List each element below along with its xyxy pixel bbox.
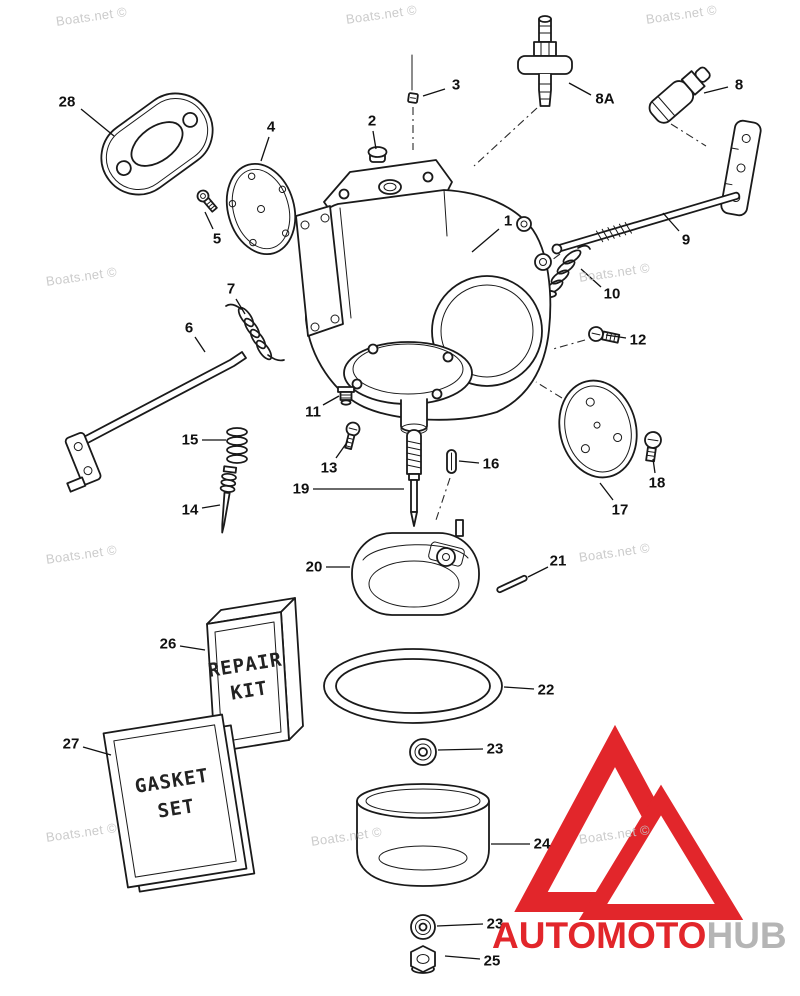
- part-number-16: 16: [483, 456, 500, 473]
- leader-line-28: [80, 108, 115, 137]
- leader-line-23: [437, 748, 484, 751]
- leader-line-16: [458, 460, 480, 464]
- part-5-screw: [196, 189, 218, 213]
- leader-line-4: [260, 136, 270, 162]
- part-number-9: 9: [682, 232, 690, 249]
- part-number-22: 22: [538, 682, 555, 699]
- part-23-washer-lower: [410, 914, 436, 940]
- part-number-18: 18: [649, 475, 666, 492]
- part-number-13: 13: [321, 460, 338, 477]
- leader-line-3: [422, 88, 446, 97]
- leader-line-27: [82, 746, 112, 756]
- part-16-pin: [446, 449, 457, 474]
- part-1-carburetor-body: [295, 159, 552, 435]
- leader-line-10: [580, 268, 602, 288]
- leader-line-13: [335, 440, 349, 459]
- part-15-spring: [226, 427, 248, 464]
- brand-name-primary: AUTOMOTO: [492, 915, 707, 956]
- part-number-17: 17: [612, 502, 629, 519]
- part-number-26: 26: [160, 636, 177, 653]
- part-8-elbow-fitting: [648, 66, 711, 124]
- brand-logo: [514, 724, 744, 920]
- part-number-19: 19: [293, 481, 310, 498]
- leader-line-11: [322, 395, 340, 406]
- part-number-7: 7: [227, 281, 235, 298]
- part-number-25: 25: [484, 953, 501, 970]
- part-number-23: 23: [487, 916, 504, 933]
- leader-line-1: [471, 228, 500, 253]
- part-9-link-rod: [551, 119, 762, 255]
- leader-line-17: [599, 482, 614, 501]
- part-number-8: 8: [735, 77, 743, 94]
- part-number-11: 11: [305, 404, 321, 421]
- brand-name-secondary: HUB: [706, 915, 787, 956]
- leader-line-14: [201, 504, 221, 509]
- part-24-float-bowl: [356, 783, 490, 887]
- part-number-10: 10: [604, 286, 621, 303]
- leader-line-22: [503, 686, 535, 690]
- part-28-gasket: [100, 92, 214, 196]
- leader-line-8: [703, 86, 729, 94]
- part-17-cover-plate: [558, 379, 638, 479]
- part-number-20: 20: [306, 559, 323, 576]
- part-7-spring: [225, 303, 285, 362]
- leader-line-26: [179, 645, 206, 651]
- part-13-screw: [344, 421, 361, 451]
- part-number-1: 1: [504, 213, 512, 230]
- gasket-set-packet: GASKET SET: [102, 713, 256, 893]
- part-4-cover-plate: [225, 162, 297, 256]
- part-number-3: 3: [452, 77, 460, 94]
- part-number-4: 4: [267, 119, 276, 136]
- leader-line-8A: [568, 82, 592, 96]
- brand-wordmark: AUTOMOTOHUB: [492, 917, 787, 954]
- part-22-bowl-gasket: [323, 648, 503, 724]
- part-23-washer-upper: [409, 738, 437, 766]
- part-number-23: 23: [487, 741, 504, 758]
- leader-line-18: [652, 458, 656, 474]
- part-8A-tee-fitting: [517, 15, 573, 107]
- brand-triangle-small: [578, 784, 744, 920]
- leader-line-9: [662, 212, 680, 232]
- leader-line-23: [436, 923, 484, 927]
- leader-line-12: [605, 334, 627, 339]
- leader-line-21: [527, 566, 549, 578]
- part-number-15: 15: [182, 432, 199, 449]
- repair-kit-box: REPAIR KIT: [206, 597, 304, 753]
- part-18-screw: [644, 431, 662, 463]
- part-number-5: 5: [213, 231, 221, 248]
- leader-line-2: [372, 130, 377, 150]
- leader-line-7: [235, 298, 246, 315]
- part-number-8A: 8A: [595, 91, 614, 108]
- part-number-14: 14: [182, 502, 199, 519]
- callout-leader-lines: [80, 82, 729, 960]
- part-6-linkage-rod: [64, 351, 247, 493]
- part-number-28: 28: [59, 94, 76, 111]
- part-11-bushing: [337, 386, 355, 406]
- part-12-screw: [588, 326, 621, 344]
- part-25-drain-nut: [410, 945, 436, 974]
- part-number-21: 21: [550, 553, 567, 570]
- part-3-screw: [407, 92, 419, 104]
- part-number-2: 2: [368, 113, 376, 130]
- leader-line-25: [444, 955, 481, 960]
- leader-line-6: [194, 336, 206, 353]
- part-number-6: 6: [185, 320, 193, 337]
- part-14-idle-needle: [219, 465, 238, 534]
- part-20-float: [351, 519, 480, 616]
- part-number-12: 12: [630, 332, 647, 349]
- part-21-hinge-pin: [496, 574, 528, 594]
- part-19-needle-valve: [406, 429, 422, 527]
- part-number-27: 27: [63, 736, 80, 753]
- leader-line-5: [204, 211, 214, 230]
- part-number-24: 24: [534, 836, 551, 853]
- part-2-plug: [367, 146, 388, 163]
